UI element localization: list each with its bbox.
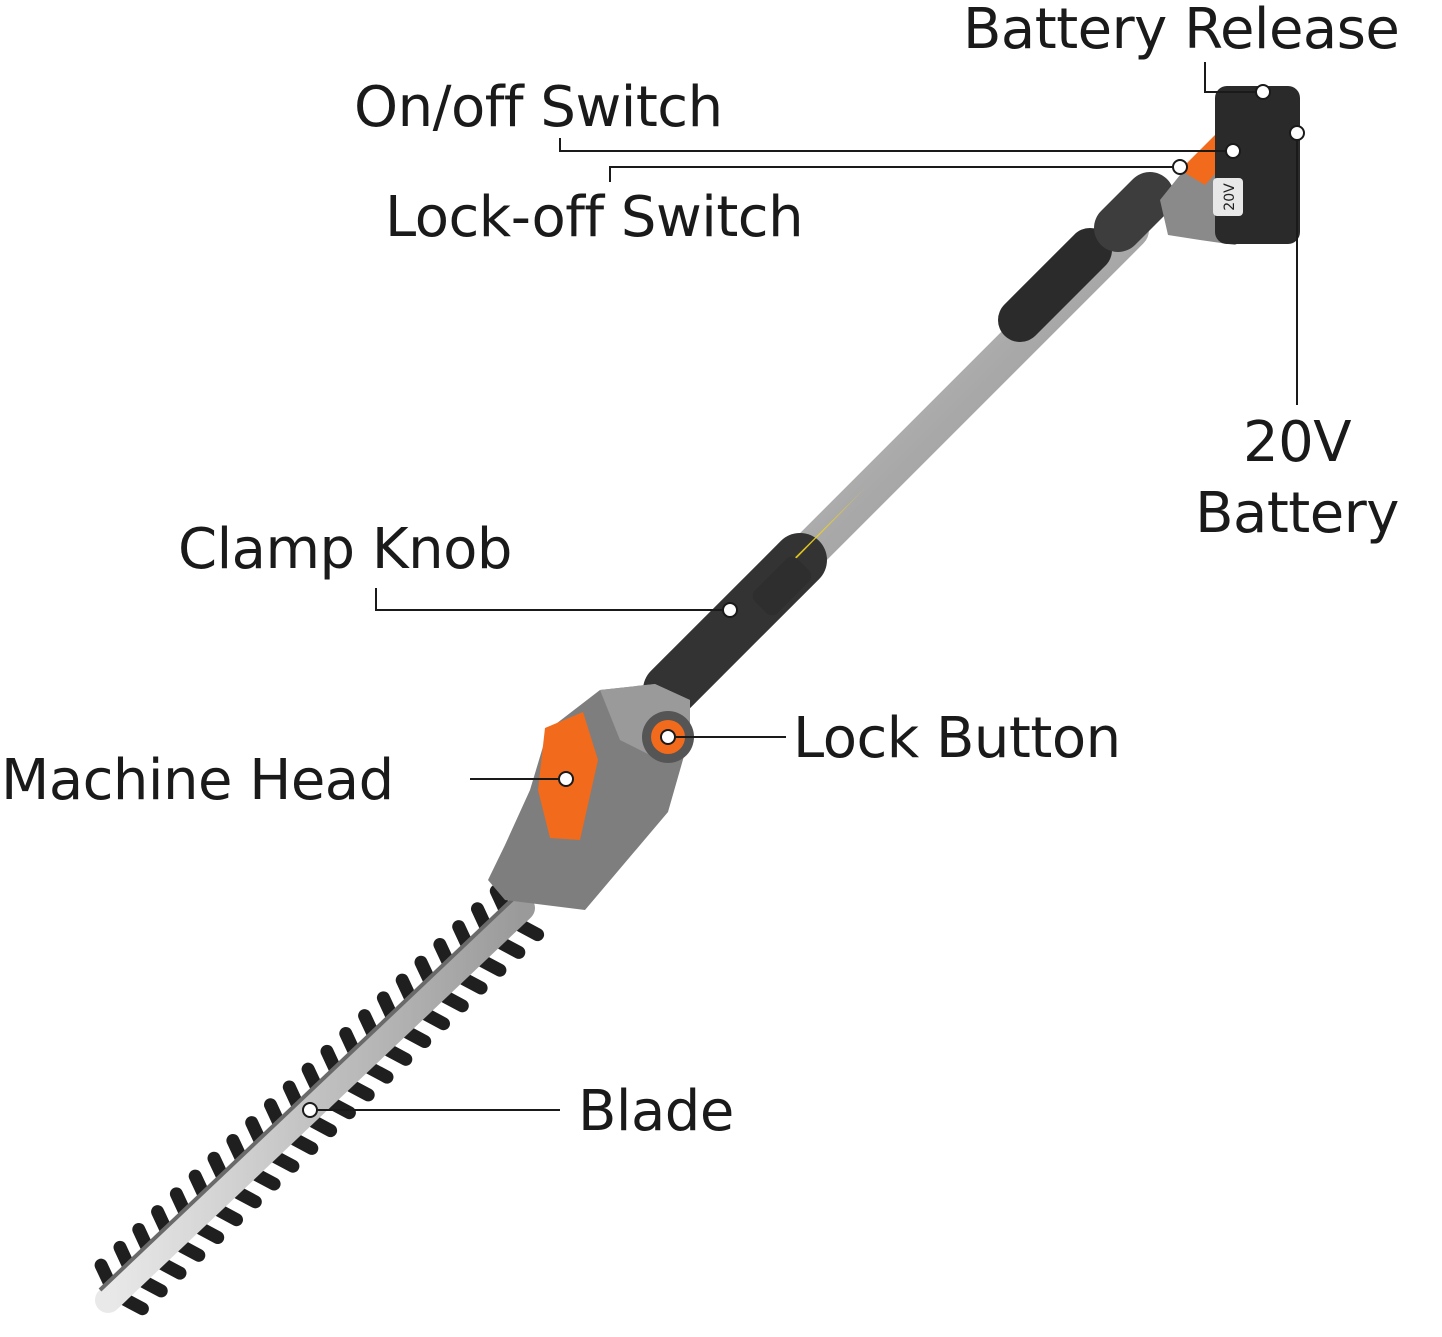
label-machine-head: Machine Head xyxy=(1,748,394,813)
label-on-off-switch: On/off Switch xyxy=(354,75,723,140)
callout-dots xyxy=(302,84,1305,1118)
blade-tooth xyxy=(132,1223,154,1254)
blade-tooth xyxy=(345,1079,375,1102)
callout-line-battery-release xyxy=(1204,62,1263,93)
blade-tooth xyxy=(376,991,398,1022)
dot-lock-off xyxy=(1172,159,1188,175)
blade-edge xyxy=(98,895,517,1292)
blade-tooth xyxy=(358,1009,380,1040)
blade-tooth xyxy=(307,1115,338,1138)
callout-line-lock-off xyxy=(609,166,1180,182)
blade-tooth xyxy=(489,884,511,915)
pole xyxy=(643,172,1174,717)
blade-tooth xyxy=(119,1293,149,1316)
blade-tooth xyxy=(471,902,492,933)
blade-tooth xyxy=(476,954,507,977)
label-battery: Battery xyxy=(1195,481,1399,546)
blade-tooth xyxy=(457,972,488,995)
blade-tooth xyxy=(395,973,417,1004)
battery-badge-box xyxy=(1213,178,1243,216)
blade-tooth xyxy=(207,1151,229,1182)
label-lock-button: Lock Button xyxy=(793,706,1121,771)
blade-tooth xyxy=(175,1239,206,1262)
label-clamp-knob: Clamp Knob xyxy=(178,517,512,582)
blade-tooth xyxy=(414,955,436,986)
blade-tooth xyxy=(213,1204,243,1227)
label-battery-voltage: 20V xyxy=(1242,410,1352,475)
blade-tooth xyxy=(288,1132,319,1155)
callout-line-on-off xyxy=(559,138,1233,152)
blade-tooth xyxy=(245,1116,267,1147)
dot-machine-head xyxy=(558,771,574,787)
label-blade: Blade xyxy=(578,1079,734,1144)
dot-blade xyxy=(302,1102,318,1118)
blade-tooth xyxy=(194,1222,225,1244)
pole-collar xyxy=(1094,172,1174,252)
blade-tooth xyxy=(339,1027,361,1058)
blade-tooth xyxy=(151,1205,173,1236)
blade-tooth xyxy=(226,1134,248,1165)
blade-tooth xyxy=(264,1098,285,1129)
callout-lines xyxy=(310,62,1298,1111)
blade-tooth xyxy=(232,1186,262,1209)
dot-lock-button xyxy=(660,729,676,745)
blade-tooth xyxy=(188,1169,210,1200)
battery-pack xyxy=(1215,86,1300,244)
blade-tooth xyxy=(401,1026,432,1048)
blade-tooth xyxy=(320,1044,342,1076)
blade-assembly xyxy=(94,884,545,1316)
dot-battery-release xyxy=(1255,84,1271,100)
blade-tooth xyxy=(382,1043,413,1066)
blade-tooth xyxy=(326,1097,356,1120)
pole-grip-upper xyxy=(998,228,1112,342)
dot-battery xyxy=(1289,125,1305,141)
dot-clamp-knob xyxy=(722,602,738,618)
callout-line-clamp-knob xyxy=(375,588,730,611)
dot-on-off xyxy=(1225,143,1241,159)
blade-tooth xyxy=(439,990,469,1013)
blade-tooth xyxy=(113,1240,135,1272)
blade-tooth xyxy=(94,1258,116,1289)
label-battery-release: Battery Release xyxy=(963,0,1400,62)
blade-tooth xyxy=(495,936,526,959)
blade-tooth xyxy=(301,1062,323,1093)
blade-tooth xyxy=(269,1150,300,1173)
blade-teeth xyxy=(94,884,545,1316)
blade-tooth xyxy=(282,1080,304,1111)
blade-tooth xyxy=(250,1168,281,1191)
battery-badge: 20V xyxy=(1222,183,1238,211)
blade-tooth xyxy=(156,1257,187,1280)
clamp-collar xyxy=(752,556,812,616)
blade-tooth xyxy=(363,1061,394,1084)
blade-tooth xyxy=(420,1008,450,1031)
machine-head xyxy=(488,684,694,910)
label-lock-off-switch: Lock-off Switch xyxy=(385,185,804,250)
blade-tooth xyxy=(169,1187,191,1218)
blade-tooth xyxy=(433,938,455,969)
blade-tooth xyxy=(452,920,474,951)
blade-tooth xyxy=(514,919,545,942)
blade-tooth xyxy=(138,1275,168,1298)
